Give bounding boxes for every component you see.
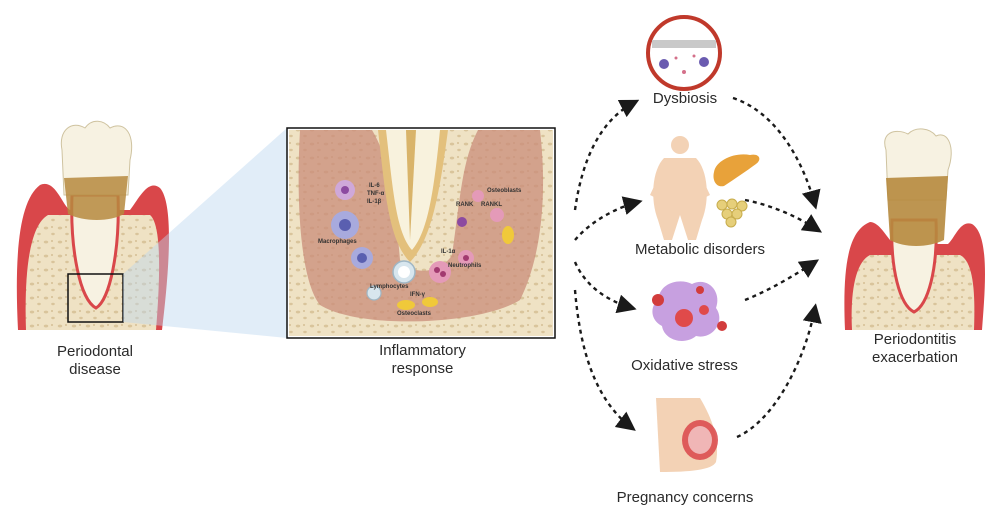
lymphocyte-cell	[392, 260, 416, 284]
zoom-box	[67, 273, 124, 323]
arrow-dysbiosis-to-result	[732, 96, 821, 210]
oxidative-stress-icon	[652, 281, 727, 341]
periodontitis-exacerbation-line2: exacerbation	[872, 349, 958, 366]
label-osteoclasts: Osteoclasts	[397, 311, 432, 317]
label-neutrophils: Neutrophils	[448, 263, 482, 269]
label-il1a: IL-1α	[441, 249, 456, 255]
arrow-metabolic-to-result	[744, 198, 823, 233]
osteoblast-cell	[457, 190, 504, 227]
oxidative-stress-label: Oxidative stress	[631, 357, 738, 374]
inset-root-inner	[386, 130, 440, 250]
pregnancy-concerns-label: Pregnancy concerns	[616, 489, 754, 506]
lymphocyte-cell	[366, 285, 382, 301]
dysbiosis-icon	[646, 15, 722, 91]
arrows	[573, 96, 823, 439]
label-lymphocytes: Lymphocytes	[370, 284, 409, 290]
arrow-pregnancy-to-result	[736, 303, 822, 439]
periodontitis-exacerbation-line1: Periodontitis	[873, 331, 957, 348]
osteoclast-cell	[397, 226, 514, 310]
periodontitis-exacerbation-label: Periodontitis exacerbation	[850, 331, 980, 367]
left-root	[70, 193, 120, 310]
arrow-to-dysbiosis	[573, 99, 640, 211]
periodontal-disease-line1: Periodontal	[57, 343, 133, 360]
inset-inflamed-tissue	[298, 130, 544, 322]
arrow-oxidative-to-result	[744, 259, 820, 302]
label-il6: IL-6	[369, 183, 380, 189]
macrophage-cell	[351, 247, 373, 269]
label-macrophages: Macrophages	[318, 239, 357, 245]
pregnancy-icon	[656, 398, 718, 472]
left-calculus	[64, 176, 128, 220]
periodontal-disease-label: Periodontal disease	[40, 343, 150, 379]
inflammatory-response-line2: response	[391, 360, 454, 377]
label-rank: RANK	[456, 202, 474, 208]
periodontal-disease-line2: disease	[69, 361, 121, 378]
inflammatory-response-label: Inflammatory response	[355, 342, 490, 378]
label-ifng: IFN-γ	[410, 292, 426, 298]
pancreas-icon	[713, 154, 760, 187]
dysbiosis-label: Dysbiosis	[652, 90, 718, 107]
label-osteoblasts: Osteoblasts	[487, 188, 522, 194]
arrow-to-metabolic	[574, 196, 643, 241]
neutrophil-cell	[458, 250, 474, 266]
periodontitis-tooth	[844, 128, 985, 330]
arrow-to-oxidative	[573, 261, 637, 314]
periodontal-disease-tooth	[16, 120, 169, 330]
label-il1b: IL-1β	[367, 199, 382, 205]
macrophage-cell	[335, 180, 355, 200]
neutrophil-cell	[429, 261, 451, 283]
right-calculus	[886, 176, 948, 246]
metabolic-disorders-label: Metabolic disorders	[634, 241, 766, 258]
inflammatory-inset: IL-6 TNF-α IL-1β Macrophages RANK RANKL …	[286, 127, 556, 339]
macrophage-cell	[331, 211, 359, 239]
inset-canal	[406, 130, 416, 240]
label-rankl: RANKL	[481, 202, 502, 208]
metabolic-icon	[650, 136, 760, 240]
inflammatory-response-line1: Inflammatory	[379, 342, 466, 359]
zoom-projection	[123, 128, 287, 338]
fat-cells-icon	[716, 198, 748, 228]
arrow-to-pregnancy	[573, 289, 636, 431]
label-tnfa: TNF-α	[367, 191, 385, 197]
